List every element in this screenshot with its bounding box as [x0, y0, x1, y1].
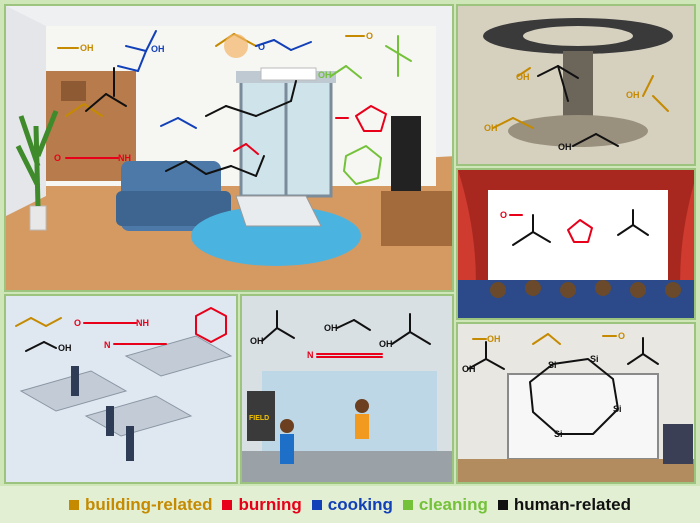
oh-label-gym-2: OH: [324, 323, 338, 333]
oh-label-cleaning: OH: [318, 70, 332, 80]
oh-label-gym-3: OH: [379, 339, 393, 349]
oh-label-office: OH: [58, 343, 72, 353]
oh-label-gym: OH: [250, 336, 264, 346]
o-label-burning: O: [54, 153, 61, 163]
n-label-office: N: [104, 340, 111, 350]
o-label-office: O: [74, 318, 81, 328]
museum-panel: OH OH OH OH: [456, 4, 696, 166]
nh-label-office: NH: [136, 318, 149, 328]
legend-item-burning: burning: [222, 494, 302, 515]
legend-item-cleaning: cleaning: [402, 494, 488, 515]
office-panel: O NH N OH: [4, 294, 238, 484]
cinema-scene: O: [458, 170, 694, 318]
category-legend: building-related burning cooking cleanin…: [0, 486, 700, 523]
nh-label: NH: [118, 153, 131, 163]
oh-label-museum-4: OH: [558, 142, 572, 152]
legend-swatch-human: [497, 499, 508, 510]
o-label-cooking: O: [258, 42, 265, 52]
o-label: O: [366, 31, 373, 41]
living-room-scene: OH O OH O OH O NH: [6, 6, 452, 290]
oh-label-class-2: OH: [462, 364, 476, 374]
si-label-1: Si: [548, 360, 557, 370]
oh-label-class: OH: [487, 334, 501, 344]
oh-label-museum-3: OH: [626, 90, 640, 100]
classroom-panel: OH O Si Si Si Si OH: [456, 322, 696, 484]
museum-scene: OH OH OH OH: [458, 6, 694, 164]
o-label-cinema: O: [500, 210, 507, 220]
o-label-class: O: [618, 331, 625, 341]
legend-item-human: human-related: [497, 494, 632, 515]
oh-label: OH: [80, 43, 94, 53]
classroom-scene: OH O Si Si Si Si OH: [458, 324, 694, 482]
legend-label-human: human-related: [513, 494, 632, 514]
legend-label-burning: burning: [238, 494, 302, 514]
gym-panel: FIELD OH OH OH N: [240, 294, 454, 484]
legend-swatch-building: [68, 499, 79, 510]
si-label-3: Si: [613, 404, 622, 414]
si-label-2: Si: [590, 354, 599, 364]
n-label-gym: N: [307, 350, 314, 360]
legend-swatch-burning: [222, 499, 233, 510]
living-room-panel: OH O OH O OH O NH: [4, 4, 454, 292]
legend-swatch-cooking: [311, 499, 322, 510]
legend-label-cleaning: cleaning: [418, 494, 488, 514]
gym-scene: FIELD OH OH OH N: [242, 296, 452, 482]
legend-label-cooking: cooking: [327, 494, 393, 514]
cinema-panel: O: [456, 168, 696, 320]
legend-swatch-cleaning: [402, 499, 413, 510]
oh-label-museum: OH: [516, 72, 530, 82]
legend-label-building: building-related: [84, 494, 213, 514]
gym-poster-text: FIELD: [249, 415, 269, 422]
legend-item-cooking: cooking: [311, 494, 393, 515]
si-label-4: Si: [554, 429, 563, 439]
oh-label-museum-2: OH: [484, 123, 498, 133]
oh-label-cooking: OH: [151, 44, 165, 54]
office-scene: O NH N OH: [6, 296, 236, 482]
legend-item-building: building-related: [68, 494, 213, 515]
